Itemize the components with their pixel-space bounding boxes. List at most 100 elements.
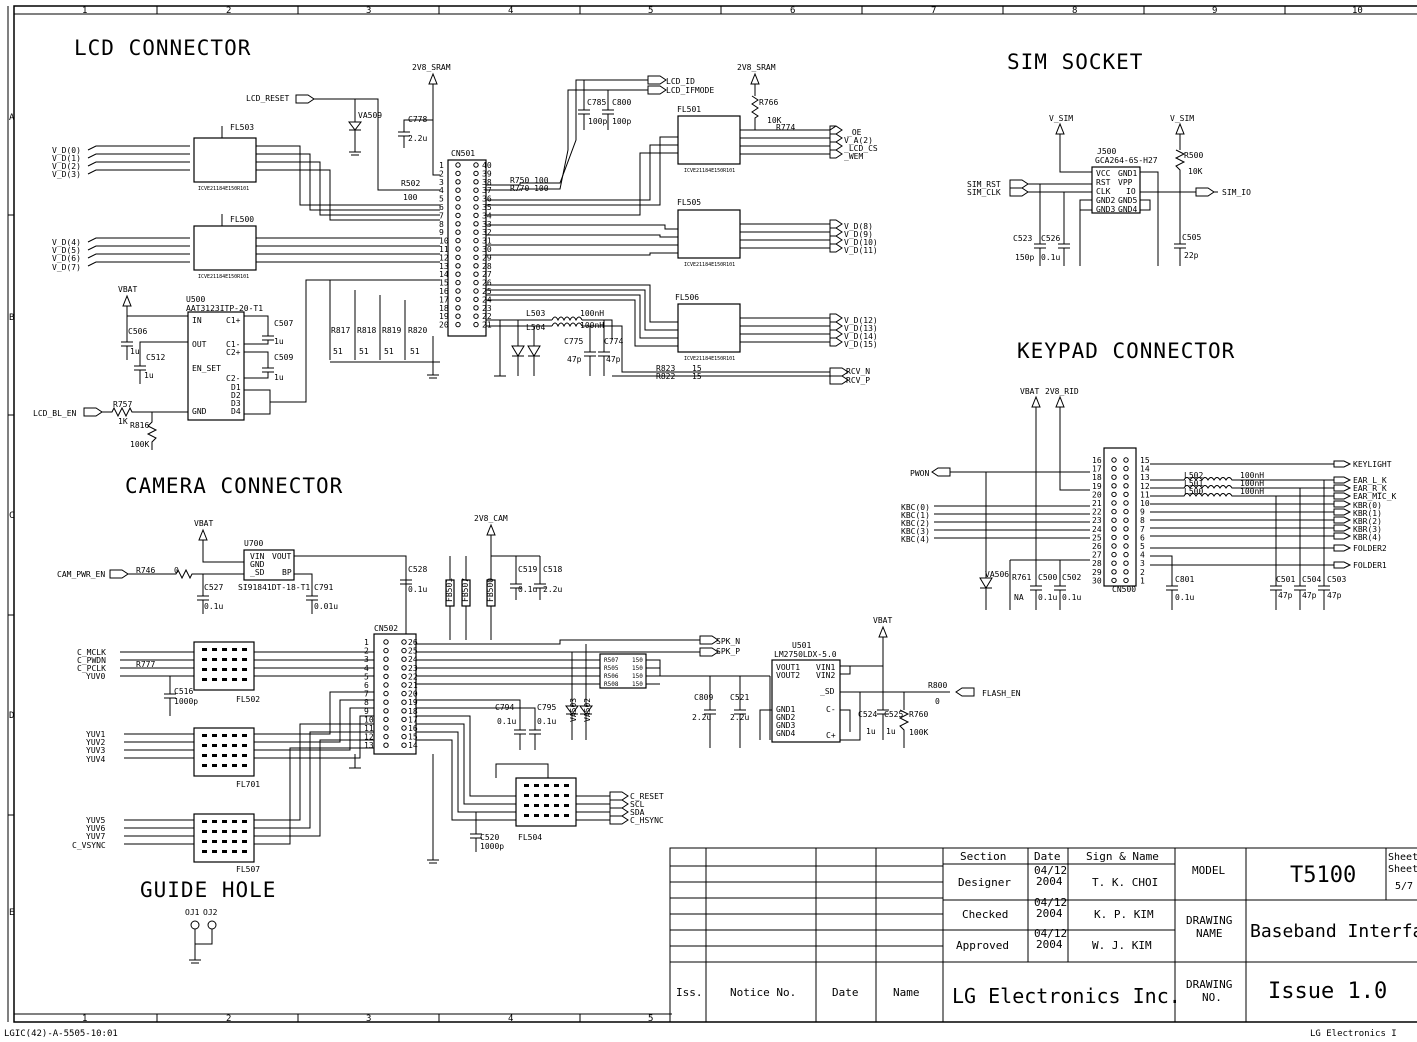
- filter-pad: [232, 678, 237, 681]
- pin-circle: [383, 639, 389, 645]
- pin-number: 36: [482, 195, 492, 204]
- part-number: ICVE21184E150R101: [684, 262, 735, 268]
- pin-circle: [1123, 483, 1129, 489]
- pin-circle: [1123, 500, 1129, 506]
- pin-number: 34: [482, 211, 492, 220]
- pin-number: 27: [482, 270, 492, 279]
- pin-label: VIN2: [816, 671, 835, 680]
- filter-pad: [212, 830, 217, 833]
- port-arrow: [829, 329, 843, 339]
- pin-number: 6: [439, 203, 444, 212]
- filter-pad: [232, 668, 237, 671]
- part-label: C524: [858, 710, 877, 719]
- filter-pad: [242, 678, 247, 681]
- col-label: 5: [648, 1014, 653, 1024]
- net-label: V_D(11): [844, 246, 878, 255]
- pin-number: 14: [439, 270, 449, 279]
- filter-fl501: [677, 115, 741, 165]
- filter-pad: [564, 794, 569, 797]
- part-label: R820: [408, 326, 427, 335]
- pin-circle: [1123, 551, 1129, 558]
- net-label: SPK_P: [716, 647, 740, 656]
- pin-number: 18: [439, 304, 449, 313]
- title-block: Section Date Sign & Name Designer Checke…: [669, 847, 1417, 1023]
- connector-cn501: [447, 159, 487, 337]
- part-label: C795: [537, 703, 556, 712]
- part-label: C800: [612, 98, 631, 107]
- part-label: C791: [314, 583, 333, 592]
- pin-label: C-: [826, 705, 836, 714]
- pin-number: 5: [1140, 542, 1145, 551]
- filter-pad: [554, 794, 559, 797]
- pin-circle: [455, 271, 461, 277]
- pin-number: 18: [408, 707, 418, 716]
- tb-drawing-name: Baseband Interfac: [1250, 921, 1417, 942]
- part-label: C509: [274, 353, 293, 362]
- pin-label: C1+: [226, 316, 241, 325]
- pin-label: OUT: [192, 340, 207, 349]
- filter-pad: [202, 764, 207, 767]
- part-value: 100nH: [1240, 479, 1264, 488]
- pin-circle: [455, 195, 461, 202]
- pin-label: C+: [826, 731, 836, 740]
- filter-pad: [242, 754, 247, 757]
- pin-label: C2-: [226, 374, 240, 383]
- col-label: 3: [366, 1014, 371, 1024]
- pin-circle: [473, 237, 479, 244]
- filter-pad: [554, 804, 559, 807]
- filter-pad: [202, 820, 207, 823]
- pin-circle: [473, 170, 479, 177]
- filter-pad: [222, 734, 227, 737]
- company-footer: LG Electronics I: [1310, 1029, 1397, 1039]
- part-value: 1000p: [174, 697, 198, 706]
- part-value: 100nH: [1240, 487, 1264, 496]
- filter-pad: [222, 754, 227, 757]
- filter-pad: [524, 784, 529, 787]
- filter-pad: [202, 668, 207, 671]
- pin-circle: [473, 305, 479, 311]
- pin-number: 6: [1140, 533, 1145, 542]
- pin-circle: [473, 162, 479, 168]
- col-label: 2: [226, 1014, 231, 1024]
- pin-number: 8: [1140, 516, 1145, 525]
- filter-pad: [222, 744, 227, 747]
- tb-section: Designer: [958, 876, 1011, 889]
- net-label: SCL: [630, 800, 645, 809]
- pin-label: GND: [250, 560, 265, 569]
- pin-circle: [1111, 569, 1117, 575]
- pin-circle: [383, 742, 389, 748]
- filter-pad: [222, 840, 227, 843]
- pin-circle: [473, 221, 479, 227]
- part-label: R506: [604, 673, 619, 680]
- pin-number: 23: [1092, 516, 1102, 525]
- pin-number: 1: [364, 638, 369, 647]
- part-number: GCA264-6S-H27: [1095, 156, 1158, 165]
- part-value: 10K: [1188, 167, 1203, 176]
- pin-number: 28: [482, 262, 492, 271]
- part-value: 1u: [274, 373, 284, 382]
- pin-circle: [401, 690, 407, 697]
- net-label: KBC(0): [901, 503, 930, 512]
- pin-number: 22: [408, 672, 418, 681]
- pin-circle: [1111, 483, 1117, 489]
- part-label: C809: [694, 693, 713, 702]
- part-label: VA503: [569, 698, 578, 722]
- net-label: SPK_N: [716, 637, 740, 646]
- filter-fl506: [677, 303, 741, 353]
- net-label: 2V8_CAM: [474, 514, 508, 523]
- ic-u500: [187, 311, 245, 421]
- pin-number: 26: [1092, 542, 1102, 551]
- filter-pad: [544, 814, 549, 817]
- pin-number: 24: [1092, 525, 1102, 534]
- net-label: KBR(4): [1353, 533, 1382, 542]
- pin-number: 7: [364, 690, 369, 699]
- part-label: R505: [604, 665, 619, 672]
- filter-pad: [222, 668, 227, 671]
- filter-pad: [212, 764, 217, 767]
- net-label: _OE: [847, 128, 862, 137]
- part-label: R761: [1012, 573, 1031, 582]
- pin-circle: [473, 279, 479, 286]
- filter-pad: [242, 648, 247, 651]
- drawing-code: LGIC(42)-A-5505-10:01: [4, 1029, 118, 1039]
